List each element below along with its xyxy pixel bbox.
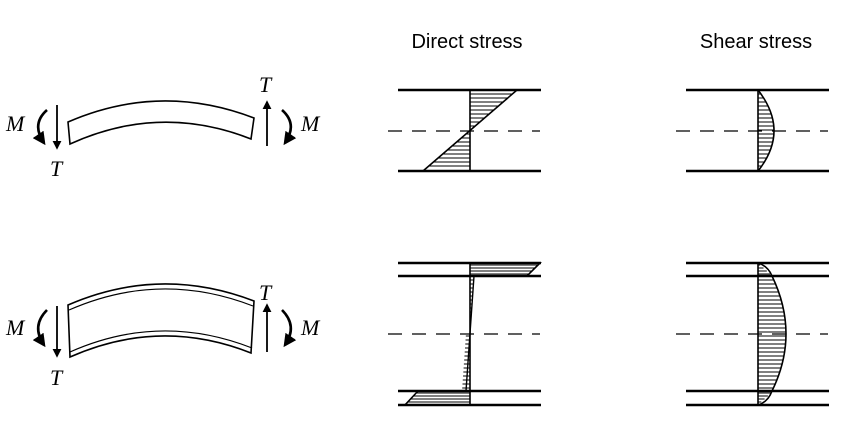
row-2-beam-figure: M M T T	[5, 280, 321, 390]
direct-stress-hatch	[407, 264, 538, 403]
row-1-shear-stress-plot	[676, 88, 829, 173]
solid-beam-outline	[67, 100, 255, 146]
row-1-beam-figure: M M T T	[5, 72, 321, 181]
moment-right-label: M	[300, 111, 321, 136]
row-2-shear-stress-plot	[676, 261, 829, 407]
row-1-direct-stress-plot	[388, 88, 541, 173]
shear-stress-hatch	[758, 93, 774, 167]
row-2-direct-stress-plot	[388, 261, 542, 407]
direct-stress-hatch	[428, 93, 513, 167]
moment-left-label: M	[5, 315, 26, 340]
left-moment-arc	[32, 109, 48, 146]
flanged-beam-outline	[67, 283, 255, 359]
shear-right-label: T	[259, 72, 273, 97]
right-moment-arc	[281, 109, 297, 146]
moment-right-label: M	[300, 315, 321, 340]
shear-stress-hatch	[758, 264, 786, 403]
left-moment-arc	[32, 309, 48, 348]
direct-stress-title: Direct stress	[411, 31, 522, 53]
shear-left-label: T	[50, 365, 64, 390]
right-moment-arc	[281, 309, 297, 348]
shear-stress-title: Shear stress	[700, 31, 812, 53]
shear-right-label: T	[259, 280, 273, 305]
moment-left-label: M	[5, 111, 26, 136]
shear-left-label: T	[50, 156, 64, 181]
